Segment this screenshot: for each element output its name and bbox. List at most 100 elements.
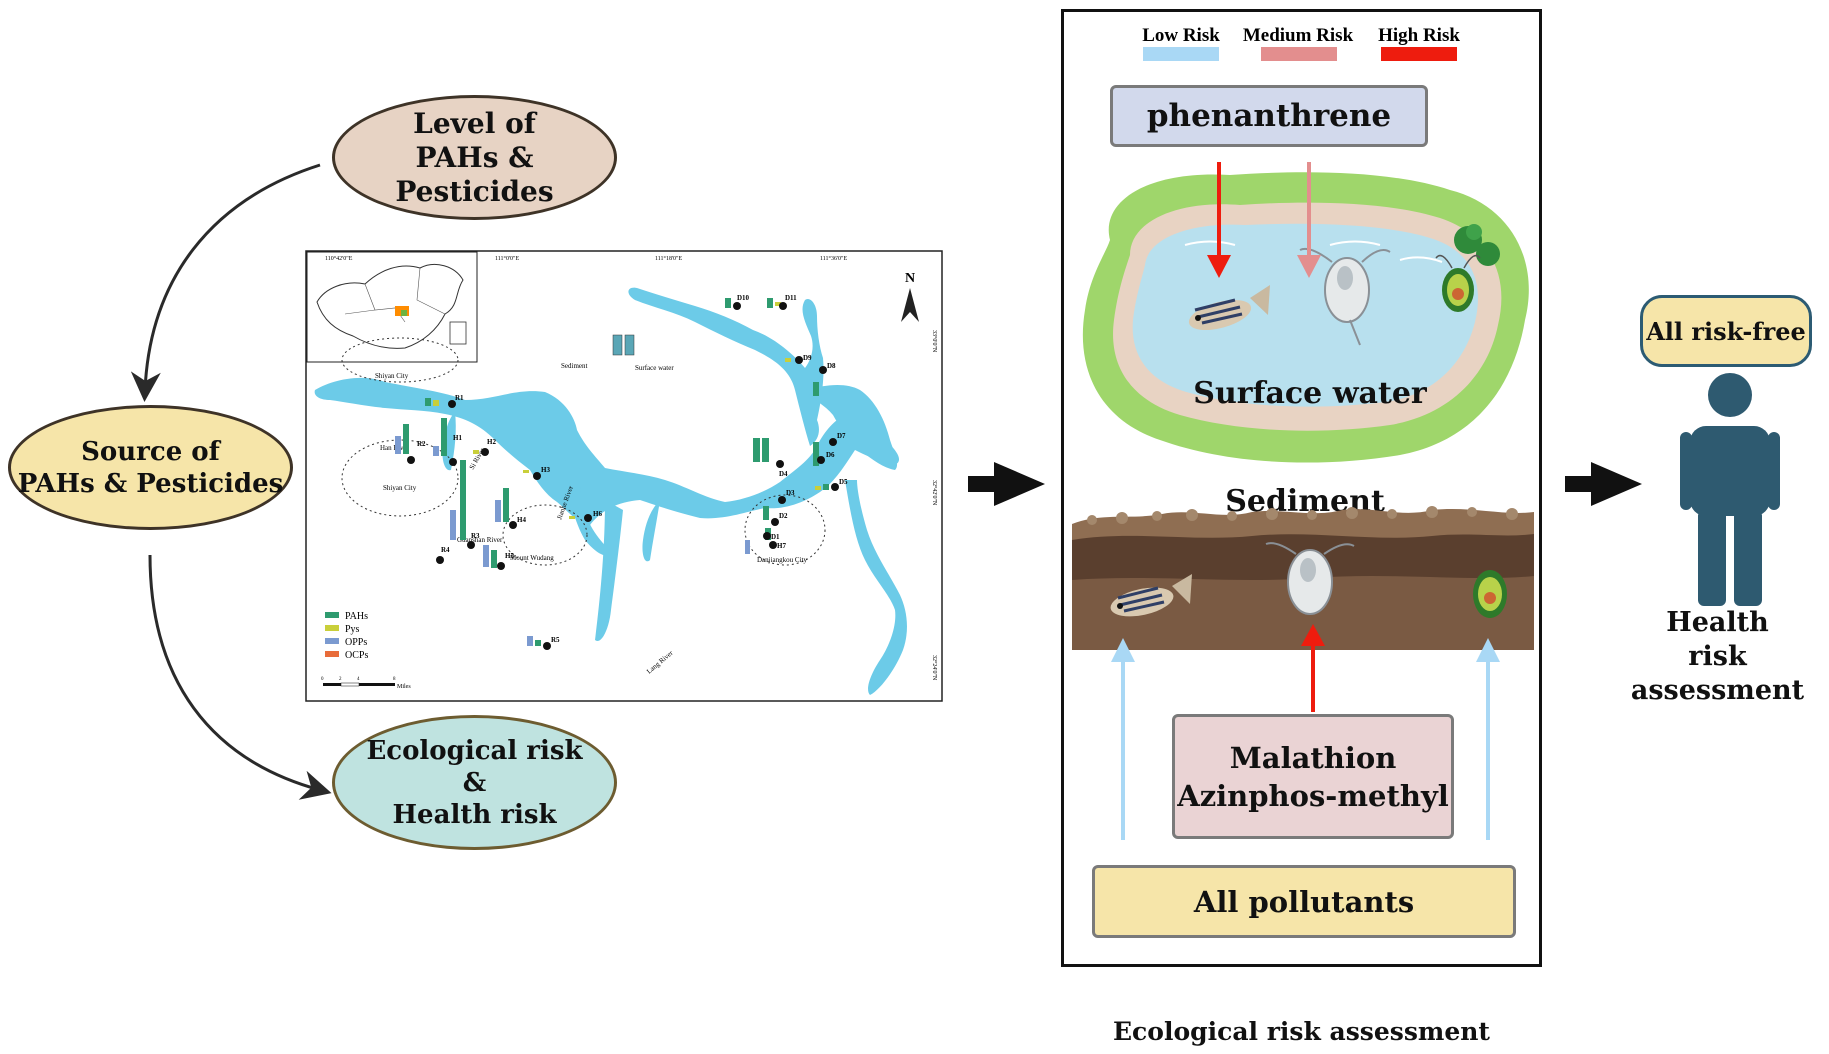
site-H5: H5 xyxy=(505,552,514,560)
site-D8: D8 xyxy=(827,362,836,370)
site-D1: D1 xyxy=(771,533,780,541)
place-han: Han River xyxy=(380,444,410,452)
algae-icon xyxy=(1435,254,1481,312)
risk-free-label: All risk-free xyxy=(1646,316,1806,346)
risk-text-3: Health risk xyxy=(392,799,557,830)
inset-map xyxy=(306,251,478,363)
site-D4: D4 xyxy=(779,470,788,478)
eco-legend: Low Risk Medium Risk High Risk xyxy=(1142,25,1460,61)
sediment-daphnia-icon xyxy=(1265,542,1355,615)
risk-free-badge: All risk-free xyxy=(1640,295,1812,367)
place-guanshan: Guanshan River xyxy=(457,536,503,544)
phenanthrene-box: phenanthrene xyxy=(1110,85,1428,147)
sediment-layer xyxy=(1072,506,1534,650)
place-danjiang: Danjiangkou City xyxy=(757,556,807,564)
level-ellipse: Level of PAHs & Pesticides xyxy=(332,95,617,220)
site-H6: H6 xyxy=(593,510,602,518)
site-D5: D5 xyxy=(839,478,848,486)
legend-low-label: Low Risk xyxy=(1142,25,1220,46)
health-title: Health risk assessment xyxy=(1610,607,1825,706)
lat-tick-1: 33°0'0"N xyxy=(931,330,938,353)
site-H1: H1 xyxy=(453,434,462,442)
legend-ocps: OCPs xyxy=(345,650,368,661)
legend-opps: OPPs xyxy=(345,637,367,648)
north-label: N xyxy=(905,271,915,286)
scale-tick-4: 4 xyxy=(357,677,360,682)
phenanthrene-arrows xyxy=(1207,162,1321,278)
upward-arrows xyxy=(1111,624,1500,840)
fish-icon xyxy=(1188,285,1270,331)
site-D9: D9 xyxy=(803,354,812,362)
all-pollutants-box: All pollutants xyxy=(1092,865,1516,938)
lon-tick-3: 111°18'0"E xyxy=(655,255,682,262)
surface-water-pond xyxy=(1082,172,1529,463)
site-D7: D7 xyxy=(837,432,846,440)
site-R3: R3 xyxy=(471,532,480,540)
level-text-1: Level of xyxy=(413,106,536,140)
daphnia-icon xyxy=(1299,247,1391,346)
arrow-eco-to-health xyxy=(1565,462,1642,506)
site-D10: D10 xyxy=(737,294,750,302)
azinphos-label: Azinphos-methyl xyxy=(1177,778,1449,813)
scale-label: Miles xyxy=(397,684,411,690)
all-pollutants-label: All pollutants xyxy=(1193,884,1415,919)
site-markers: R1 R2 H1 H2 R3 R4 H4 H5 H3 H6 R5 H7 D1 xyxy=(395,294,848,650)
legend-high-label: High Risk xyxy=(1378,25,1460,46)
legend-pahs: PAHs xyxy=(345,611,368,622)
scale-tick-0: 0 xyxy=(321,677,324,682)
risk-ellipse: Ecological risk & Health risk xyxy=(332,715,617,850)
sediment-algae-icon xyxy=(1473,570,1507,618)
source-text-1: Source of xyxy=(81,436,220,467)
eco-caption: Ecological risk assessment xyxy=(1113,1016,1490,1046)
site-D3: D3 xyxy=(786,489,795,497)
map-sediment-label: Sediment xyxy=(561,362,587,370)
legend-high-swatch xyxy=(1381,47,1457,61)
map-surface-label: Surface water xyxy=(635,364,674,372)
legend-medium-swatch xyxy=(1261,47,1337,61)
site-D2: D2 xyxy=(779,512,788,520)
site-R5: R5 xyxy=(551,636,560,644)
study-area-map: 110°42'0"E 111°0'0"E 111°18'0"E 111°36'0… xyxy=(305,250,943,702)
lon-tick-1: 110°42'0"E xyxy=(325,255,353,262)
level-text-2: PAHs & Pesticides xyxy=(395,140,554,208)
legend-pys: Pys xyxy=(345,624,360,635)
site-D11: D11 xyxy=(785,294,797,302)
reservoir-water xyxy=(314,287,907,695)
site-H7: H7 xyxy=(777,542,786,550)
source-ellipse: Source of PAHs & Pesticides xyxy=(8,405,293,530)
sediment-fish-icon xyxy=(1110,574,1192,617)
site-R2: R2 xyxy=(417,440,426,448)
site-H4: H4 xyxy=(517,516,526,524)
arrow-source-to-risk xyxy=(148,554,332,800)
place-shiyan-2: Shiyan City xyxy=(383,484,417,492)
risk-text-1: Ecological risk xyxy=(366,735,583,766)
scale-tick-2: 2 xyxy=(339,677,342,682)
source-text-2: PAHs & Pesticides xyxy=(17,468,284,499)
surface-water-label: Surface water xyxy=(1193,375,1427,411)
north-arrow-icon xyxy=(901,288,919,322)
arrow-map-to-eco xyxy=(968,462,1045,506)
phenanthrene-label: phenanthrene xyxy=(1146,98,1392,134)
legend-low-swatch xyxy=(1143,47,1219,61)
site-H2: H2 xyxy=(487,438,496,446)
malathion-label: Malathion xyxy=(1229,740,1397,775)
map-legend: PAHs Pys OPPs OCPs xyxy=(325,611,368,661)
health-line-2: risk assessment xyxy=(1630,641,1805,706)
malathion-box: Malathion Azinphos-methyl xyxy=(1172,714,1454,839)
scale-tick-8: 8 xyxy=(393,677,396,682)
place-wudang: Mount Wudang xyxy=(510,554,554,562)
place-shiyan-1: Shiyan City xyxy=(375,372,409,380)
lon-tick-4: 111°36'0"E xyxy=(820,255,847,262)
site-R1: R1 xyxy=(455,394,464,402)
risk-text-2: & xyxy=(462,767,487,798)
legend-medium-label: Medium Risk xyxy=(1243,25,1354,46)
lat-tick-3: 32°24'0"N xyxy=(931,655,938,681)
person-icon xyxy=(1680,373,1780,606)
site-H3: H3 xyxy=(541,466,550,474)
scale-bar: 0 2 4 8 Miles xyxy=(321,677,411,690)
health-line-1: Health xyxy=(1666,607,1769,638)
site-D6: D6 xyxy=(826,451,835,459)
arrow-level-to-source xyxy=(130,163,321,402)
lon-tick-2: 111°0'0"E xyxy=(495,255,519,262)
